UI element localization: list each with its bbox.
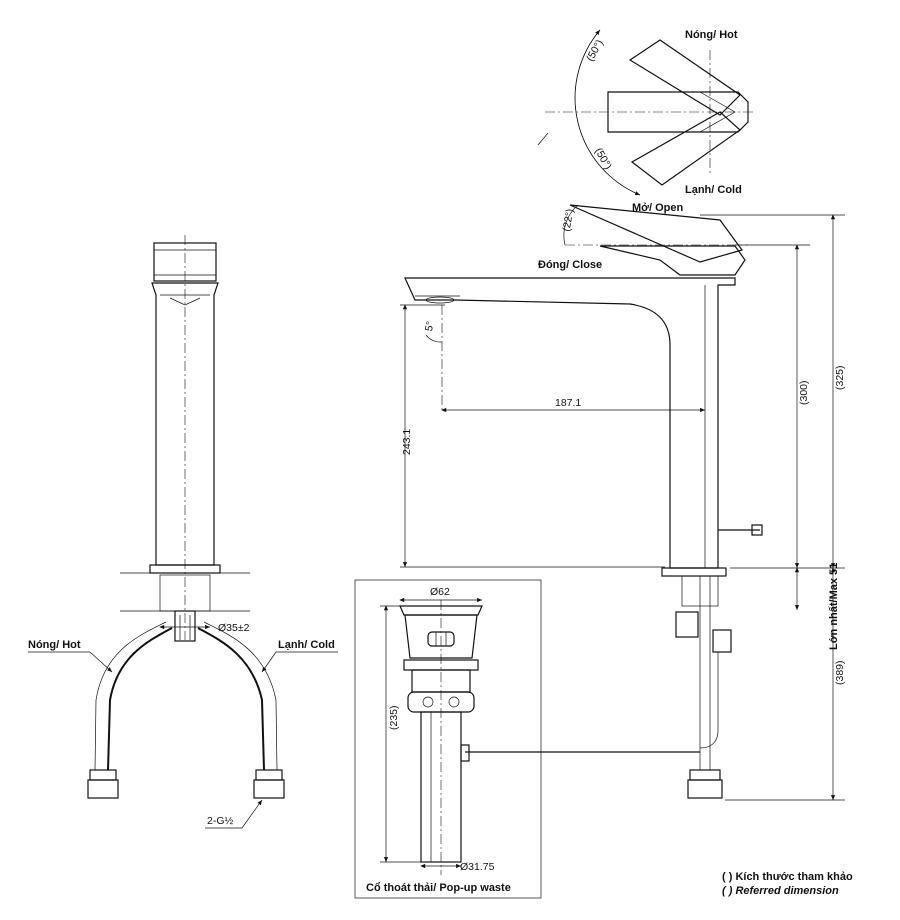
dim-angle-open: (22°) [560,208,576,233]
legend-vi: ( ) Kích thước tham khảo [722,871,853,883]
dim-total-height: (325) [834,365,846,390]
hose-cold [197,627,265,771]
side-view: Mở/ Open (22°) Đóng/ Close 187.1 5° [400,202,846,801]
dim-angle-cold: (50°) [592,146,614,172]
dim-angle-hot: (50°) [584,38,606,64]
hose-hot [107,627,173,771]
label-close: Đóng/ Close [538,259,602,271]
popup-waste-view: Ø62 (235) Ø31.75 Cổ thoát thải/ Pop-up w… [354,579,542,899]
popup-box [354,579,542,899]
label-cold-left: Lạnh/ Cold [278,639,335,651]
nut-cold [255,769,283,781]
label-hot-top: Nóng/ Hot [685,29,738,41]
side-body [404,277,736,569]
label-open: Mở/ Open [632,202,683,214]
legend-en: ( ) Referred dimension [722,885,839,897]
dim-body-height: (300) [798,380,810,405]
dim-waste-length: (235) [388,705,400,730]
dim-thread: 2-G½ [207,815,234,827]
dim-waste-pipe: Ø31.75 [460,861,495,873]
top-view: Nóng/ Hot Lạnh/ Cold (50°) (50°) [537,29,755,196]
nut-hot [89,769,117,781]
dim-spout-angle: 5° [423,320,437,332]
label-cold-top: Lạnh/ Cold [685,184,742,196]
dim-waste-diameter: Ø62 [430,586,450,598]
front-view: Ø35±2 Nóng/ Hot Lạnh/ Cold 2-G½ [28,235,338,829]
label-max: Lớn nhất/Max 51 [828,563,840,650]
dim-diameter-base: Ø35±2 [218,622,250,634]
front-handle [153,242,217,282]
label-popup: Cổ thoát thải/ Pop-up waste [366,882,511,894]
dim-below-height: (389) [834,660,846,685]
label-hot-left: Nóng/ Hot [28,639,81,651]
dim-spout-height: 243.1 [401,429,413,455]
dim-reach: 187.1 [555,397,581,409]
